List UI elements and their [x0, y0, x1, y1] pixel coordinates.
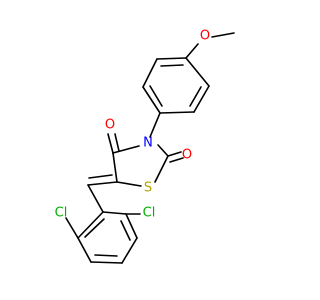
bond-aryl	[193, 85, 210, 113]
oxygen-atom-methoxy: O	[200, 29, 210, 44]
bond-aryl	[159, 111, 195, 114]
chlorine-atom-left: Cl	[55, 206, 68, 221]
bond-c2-oxygen	[167, 151, 182, 157]
chlorine-atom-right: Cl	[143, 206, 156, 221]
bond-aryl-inner	[84, 218, 105, 238]
bond-aryl	[90, 261, 123, 264]
bond-c4-oxygen	[107, 133, 114, 154]
bond-aryl	[121, 237, 138, 264]
bond-aryl-chlorine-left	[65, 217, 79, 239]
bond-sulfur-c2	[154, 155, 169, 183]
bond-aryl-inner	[189, 86, 202, 107]
sulfur-atom: S	[144, 181, 152, 196]
bond-methylidene-aryl	[87, 184, 104, 213]
bond-aryl	[125, 213, 138, 239]
bond-aryl-inner	[120, 220, 131, 241]
bond-c4-oxygen-double	[114, 133, 120, 152]
bond-c5-methylidene-double	[88, 174, 113, 179]
bond-aryl	[77, 237, 92, 263]
nitrogen-atom: N	[143, 136, 153, 151]
bond-aryl-inner	[160, 64, 184, 67]
bond-c4-c5	[112, 152, 118, 183]
bond-aryl	[77, 211, 104, 239]
bond-aryl	[142, 58, 158, 88]
atom-labels: O O N O S Cl Cl	[55, 29, 210, 221]
bond-c2-nitrogen	[157, 144, 169, 157]
methylidene-linker	[87, 174, 118, 213]
dichlorophenyl-ring	[65, 211, 141, 264]
oxygen-atom-ketone: O	[105, 118, 115, 133]
methoxy-group	[185, 32, 235, 59]
bond-aryl	[156, 57, 187, 60]
bond-aryl-inner	[94, 254, 118, 257]
bond-c5-sulfur	[116, 181, 142, 187]
bond-c5-methylidene	[87, 181, 118, 186]
molecule-structure-diagram: O O N O S Cl Cl	[55, 29, 235, 264]
thiazolidinedione-ring	[107, 112, 184, 187]
bond-c2-oxygen-double	[169, 157, 184, 163]
methoxyphenyl-ring	[142, 57, 210, 114]
bond-aryl	[185, 57, 210, 87]
bond-aryl	[142, 86, 161, 114]
bond-aryl	[102, 211, 127, 215]
bond-aryl-nitrogen	[149, 112, 161, 138]
bond-nitrogen-c4	[112, 145, 140, 154]
bond-aryl-inner	[149, 85, 163, 107]
bond-methyl-oxygen	[211, 32, 235, 38]
bond-oxygen-phenyl	[185, 43, 199, 59]
oxygen-atom-carbonyl: O	[182, 148, 192, 163]
